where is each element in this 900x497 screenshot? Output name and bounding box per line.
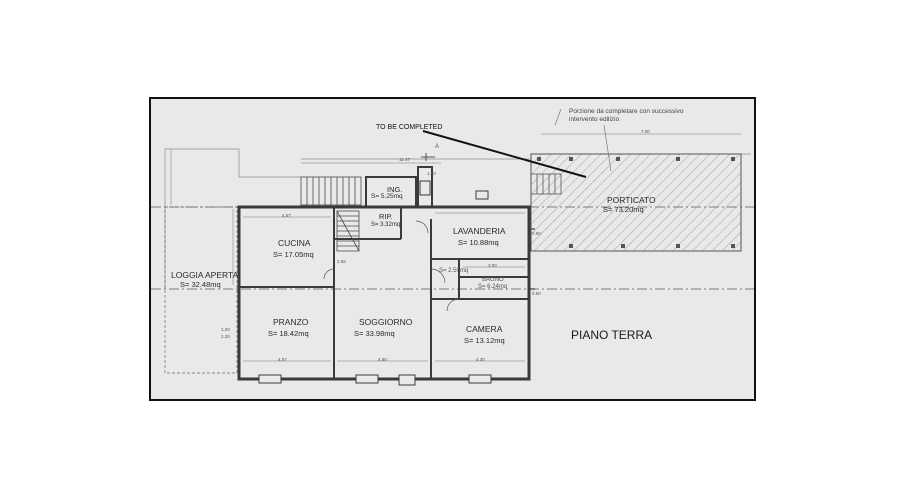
dim-label: 4.57 <box>278 357 287 362</box>
openings <box>333 228 535 304</box>
room-bagno-name: BAGNO <box>482 277 504 283</box>
dim-label: 4.30 <box>476 357 485 362</box>
floor-plan-frame: TO BE COMPLETED Porzione da completare c… <box>149 97 756 401</box>
entrance-block <box>365 166 433 208</box>
dimension-lines <box>170 133 741 362</box>
room-loggia-name: LOGGIA APERTA <box>171 270 239 280</box>
stairs-interior <box>336 210 360 252</box>
room-cucina-name: CUCINA <box>278 238 311 248</box>
room-bagno-area: S= 6.24mq <box>478 284 508 290</box>
stairs-exterior <box>300 176 362 206</box>
room-ingresso-name: ING. <box>387 185 403 194</box>
corridor-area: S= 2.50mq <box>439 268 469 274</box>
room-soggiorno-name: SOGGIORNO <box>359 317 413 327</box>
to-be-completed-label: TO BE COMPLETED <box>376 124 443 131</box>
room-ripostiglio-name: RIP. <box>379 212 393 221</box>
doors <box>323 220 460 312</box>
windows <box>258 180 492 386</box>
room-pranzo-area: S= 18.42mq <box>268 329 309 338</box>
dim-label: 3.00 <box>488 263 497 268</box>
room-lavanderia-name: LAVANDERIA <box>453 226 506 236</box>
room-porticato-area: S= 73.20mq <box>603 205 644 214</box>
room-cucina-area: S= 17.05mq <box>273 250 314 259</box>
dim-label: 4.80 <box>378 357 387 362</box>
room-camera-area: S= 13.12mq <box>464 336 505 345</box>
floor-plan-drawing <box>151 108 754 386</box>
note-pointer <box>554 108 612 172</box>
dim-label: 0.90 <box>532 231 541 236</box>
dim-label: 2.20 <box>221 334 230 339</box>
dim-label: 11.47 <box>399 157 410 162</box>
porticato-hatched-area <box>530 153 742 252</box>
dim-label: 4.57 <box>282 213 291 218</box>
room-lavanderia-area: S= 10.88mq <box>458 238 499 247</box>
room-camera-name: CAMERA <box>466 324 503 334</box>
room-soggiorno-area: S= 33.98mq <box>354 329 395 338</box>
dim-label: 2.65 <box>337 259 346 264</box>
dim-label: 1.60 <box>427 171 436 176</box>
room-pranzo-name: PRANZO <box>273 317 309 327</box>
portico-columns <box>537 157 735 248</box>
interior-walls <box>239 207 529 379</box>
section-marker <box>421 153 435 161</box>
section-mark: A <box>435 144 440 150</box>
dim-label: 1.20 <box>221 327 230 332</box>
annotation-pointers <box>422 130 587 178</box>
portion-note: Porzione da completare con successivo in… <box>569 108 684 123</box>
portico-stairs <box>530 173 562 195</box>
dim-label: 0.50 <box>532 291 541 296</box>
loggia-outline <box>164 206 238 374</box>
dim-label: 7.00 <box>641 129 650 134</box>
room-loggia-area: S= 32.48mq <box>180 280 221 289</box>
room-porticato-name: PORTICATO <box>607 195 656 205</box>
room-ripostiglio-area: S= 3.32mq <box>371 222 401 228</box>
page-title: PIANO TERRA <box>571 328 653 342</box>
room-ingresso-area: S= 5.25mq <box>371 193 403 200</box>
